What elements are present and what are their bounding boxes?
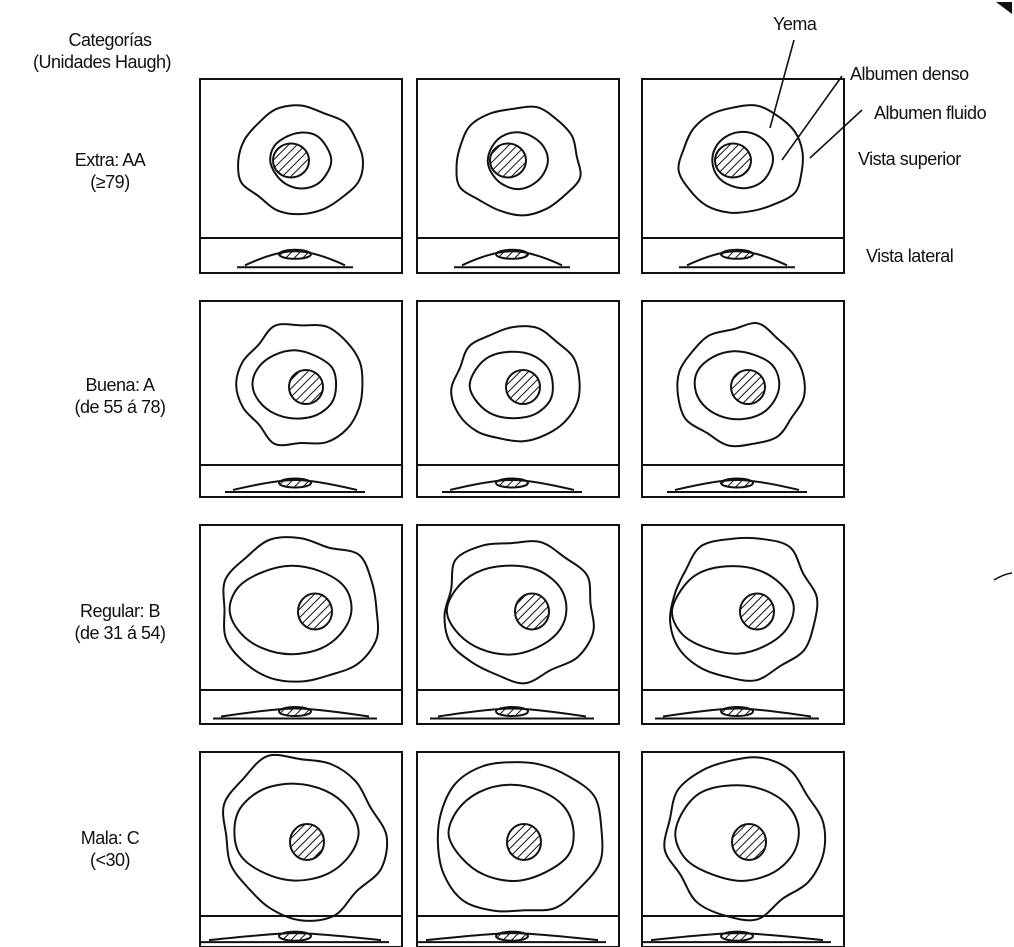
yolk	[289, 370, 323, 404]
top-view	[238, 105, 363, 214]
yolk	[273, 144, 309, 178]
yolk-profile	[279, 250, 311, 259]
yolk	[731, 370, 765, 404]
panel-frame	[642, 79, 844, 273]
egg-panel-b-1	[200, 525, 402, 724]
top-view	[677, 323, 804, 446]
thick-albumen-outline	[230, 566, 352, 654]
egg-panel-c-2	[417, 752, 619, 947]
yolk-profile	[721, 478, 753, 487]
leader-thin-albumen	[810, 110, 862, 158]
egg-panel-b-2	[417, 525, 619, 724]
yolk-profile	[496, 250, 528, 259]
egg-panel-c-1	[200, 752, 402, 947]
side-view	[213, 707, 377, 719]
top-view	[451, 326, 579, 441]
panel-frame	[417, 525, 619, 724]
egg-panel-a-2	[417, 301, 619, 497]
yolk-profile	[279, 478, 311, 487]
stray-mark	[994, 573, 1012, 580]
yolk	[740, 594, 774, 630]
yolk	[506, 370, 540, 404]
side-view	[667, 478, 807, 492]
yolk	[507, 824, 541, 860]
side-view	[454, 250, 570, 267]
egg-panel-aa-3	[642, 79, 844, 273]
yolk	[290, 824, 324, 860]
side-view	[442, 478, 582, 492]
egg-panel-c-3	[642, 752, 844, 947]
side-view	[225, 478, 365, 492]
side-view	[418, 932, 606, 943]
corner-mark	[996, 2, 1012, 14]
side-view	[201, 932, 389, 943]
yolk-profile	[279, 932, 311, 941]
side-view	[430, 707, 594, 719]
panel-frame	[200, 79, 402, 273]
top-view	[664, 757, 825, 920]
side-view	[237, 250, 353, 267]
callout-leaders	[770, 40, 1012, 580]
yolk-profile	[721, 707, 753, 716]
yolk-profile	[721, 932, 753, 941]
top-view	[444, 541, 593, 683]
top-view	[678, 105, 803, 213]
yolk-profile	[279, 707, 311, 716]
yolk-profile	[496, 932, 528, 941]
top-view	[236, 324, 362, 445]
yolk-profile	[721, 250, 753, 259]
side-view	[655, 707, 819, 719]
thick-albumen-outline	[672, 566, 794, 654]
side-view	[643, 932, 831, 943]
egg-panel-a-1	[200, 301, 402, 497]
yolk	[515, 594, 549, 630]
yolk-profile	[496, 478, 528, 487]
yolk	[732, 824, 766, 860]
top-view	[223, 537, 378, 681]
top-view	[670, 538, 817, 681]
top-view	[223, 755, 387, 921]
yolk	[298, 594, 332, 630]
egg-panel-b-3	[642, 525, 844, 724]
panel-frame	[200, 525, 402, 724]
leader-yolk	[770, 40, 794, 128]
yolk	[715, 144, 751, 178]
yolk	[490, 144, 526, 178]
egg-panel-a-3	[642, 301, 844, 497]
egg-panel-aa-1	[200, 79, 402, 273]
side-view	[679, 250, 795, 267]
leader-thick-albumen	[782, 76, 842, 160]
top-view	[457, 107, 581, 216]
yolk-profile	[496, 707, 528, 716]
top-view	[438, 762, 603, 911]
egg-panel-aa-2	[417, 79, 619, 273]
